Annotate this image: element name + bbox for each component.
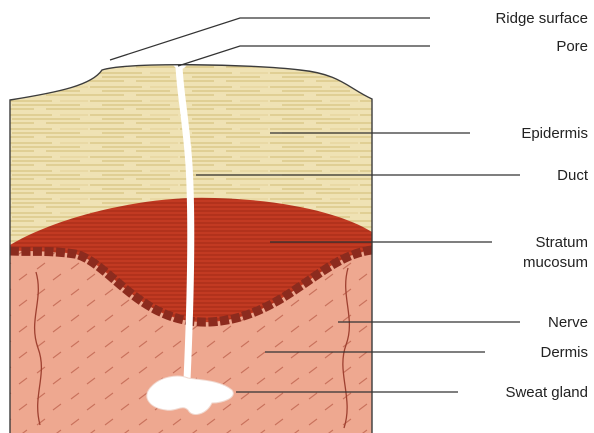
label-stratum-line1: Stratum: [535, 234, 588, 251]
skin-block: [10, 60, 372, 433]
label-pore: Pore: [556, 38, 588, 55]
label-sweat-gland: Sweat gland: [505, 384, 588, 401]
leader-ridge-surface: [110, 18, 430, 60]
labels: Ridge surface Pore Epidermis Duct Stratu…: [495, 10, 588, 401]
label-duct: Duct: [557, 167, 589, 184]
label-stratum-line2: mucosum: [523, 254, 588, 271]
label-dermis: Dermis: [541, 344, 589, 361]
label-ridge-surface: Ridge surface: [495, 10, 588, 27]
label-nerve: Nerve: [548, 314, 588, 331]
leader-pore: [178, 46, 430, 66]
label-epidermis: Epidermis: [521, 125, 588, 142]
